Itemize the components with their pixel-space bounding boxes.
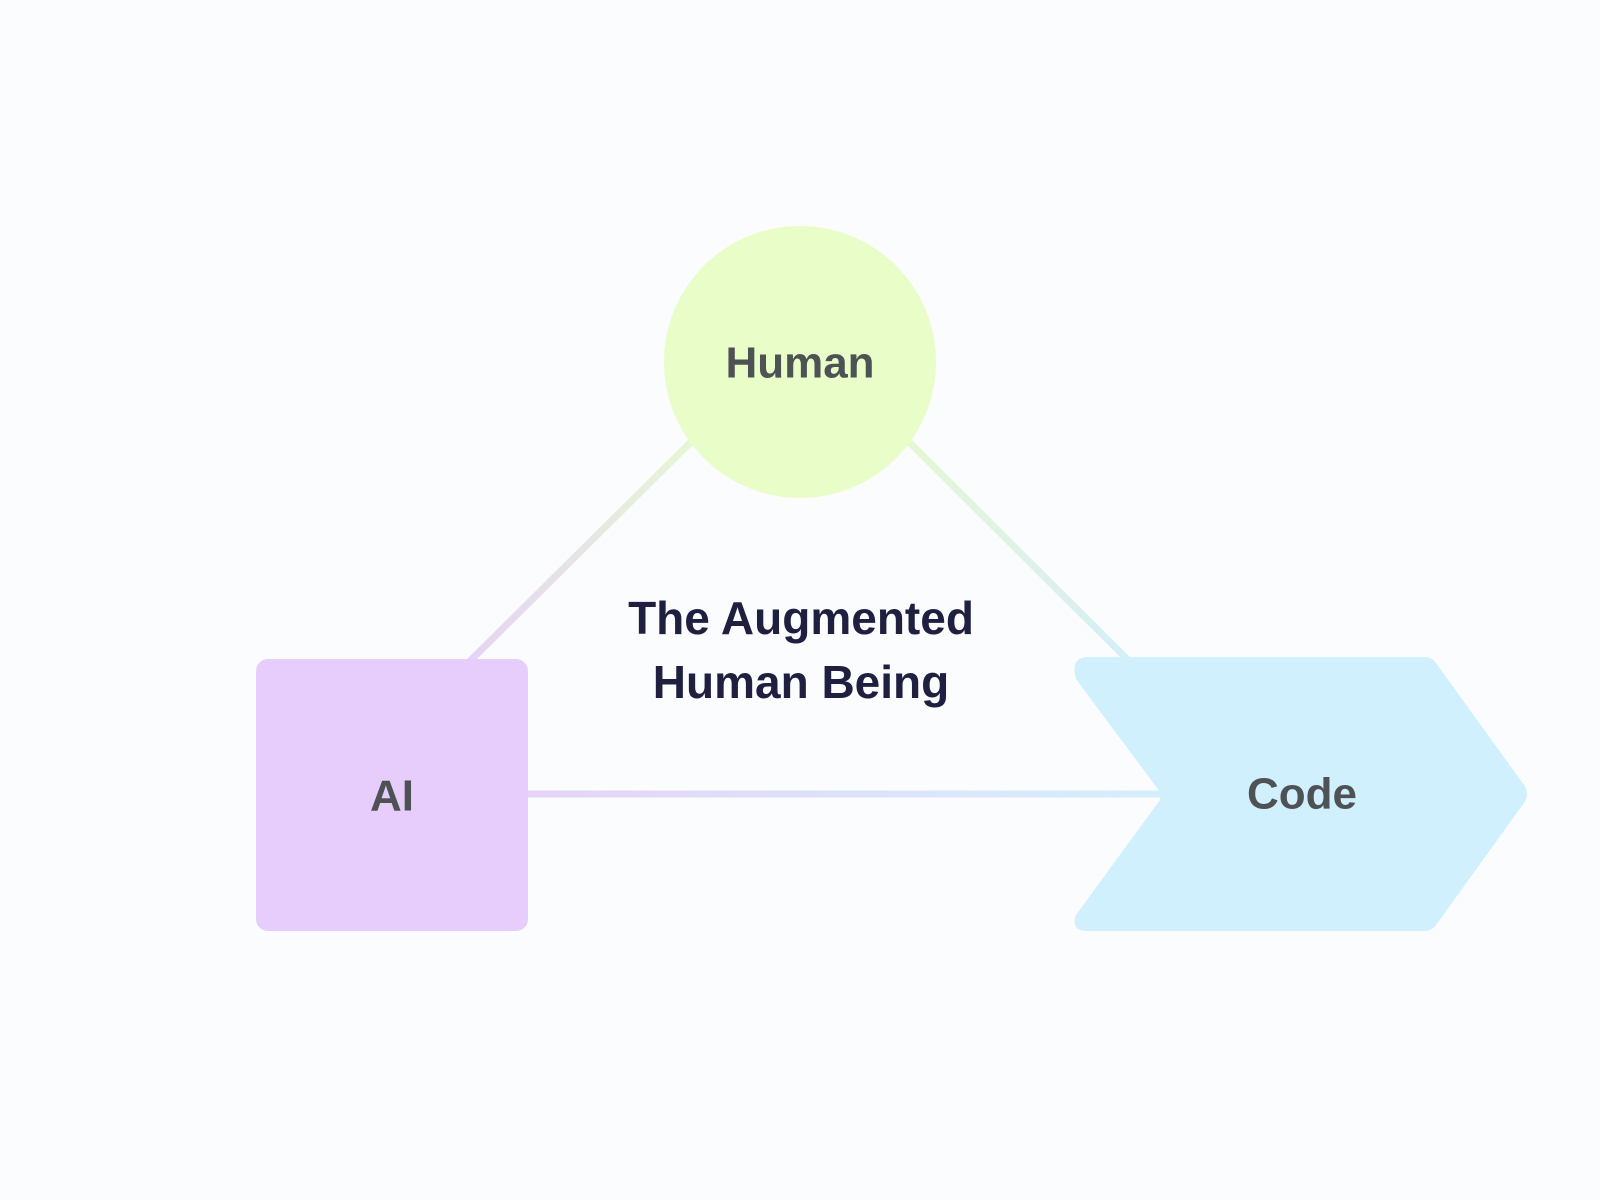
node-human[interactable]: Human [664,226,936,498]
edge-human-ai [464,436,697,667]
center-title: The Augmented Human Being [628,592,974,708]
center-title-line-2: Human Being [653,656,949,708]
code-chevron [1074,657,1527,931]
center-title-line-1: The Augmented [628,592,974,644]
human-circle [664,226,936,498]
ai-square [256,659,528,931]
node-code[interactable]: Code [1074,657,1528,931]
code-label: Code [1247,770,1357,819]
edge-human-code [903,436,1132,664]
human-label: Human [725,339,874,388]
node-ai[interactable]: AI [256,659,528,931]
ai-label: AI [370,772,414,821]
